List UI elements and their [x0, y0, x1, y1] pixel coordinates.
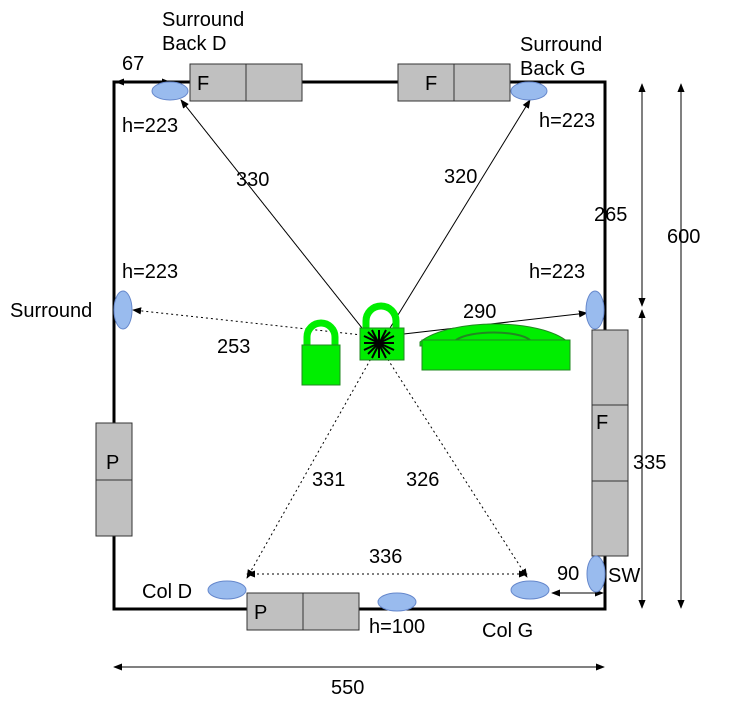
telephone-icon	[419, 323, 571, 371]
label-height-surround-left: h=223	[122, 261, 178, 283]
line-to-col-g	[384, 354, 528, 578]
speaker-col-g	[510, 580, 550, 600]
furniture-back-right: F	[397, 63, 511, 102]
label-dim-sw-offset: 90	[557, 563, 579, 585]
line-to-back-d	[180, 99, 363, 329]
furniture-front-label: P	[254, 602, 267, 624]
speaker-center	[377, 592, 417, 612]
label-dist-surround-right: 290	[463, 301, 496, 323]
label-sw: SW	[608, 565, 640, 587]
furniture-back-left: F	[189, 63, 303, 102]
label-surround-back-d: Surround Back D	[162, 9, 250, 55]
speaker-col-d	[207, 580, 247, 600]
listener-position-icon	[359, 302, 405, 361]
furniture-right-wall-label: F	[596, 412, 608, 434]
label-height-back-d: h=223	[122, 115, 178, 137]
speakers	[113, 81, 606, 612]
label-height-back-g: h=223	[539, 110, 595, 132]
speaker-sw	[586, 555, 606, 593]
furniture-left-wall-label: P	[106, 452, 119, 474]
label-surround-back-g-line2: Back G	[520, 58, 586, 80]
furniture-back-right-label: F	[425, 73, 437, 95]
speaker-surround-right	[585, 290, 605, 330]
furniture-back-left-label: F	[197, 73, 209, 95]
label-dist-surround-left: 253	[217, 336, 250, 358]
label-surround-back-g: Surround Back G	[520, 34, 608, 80]
label-dim-total-height: 600	[667, 226, 700, 248]
furniture-right-wall: F	[591, 329, 629, 557]
line-to-surround-left	[132, 307, 363, 336]
label-surround-back-g-line1: Surround	[520, 34, 602, 56]
label-dist-back-d: 330	[236, 169, 269, 191]
label-col-d: Col D	[142, 581, 192, 603]
label-dim-right-top: 265	[594, 204, 627, 226]
line-to-col-d	[246, 354, 374, 579]
label-dist-col-d-to-col-g: 336	[369, 546, 402, 568]
speaker-back-d	[151, 81, 189, 101]
distance-lines	[132, 99, 588, 579]
furniture-left-wall: P	[95, 422, 133, 537]
label-surround: Surround	[10, 300, 92, 322]
label-dim-width: 550	[331, 677, 364, 699]
label-dist-col-d: 331	[312, 469, 345, 491]
speaker-back-g	[510, 81, 548, 101]
listening-area	[301, 302, 571, 386]
label-dim-corner-offset: 67	[122, 53, 144, 75]
furniture-front: P	[246, 592, 360, 631]
line-to-back-g	[389, 99, 531, 329]
dimension-lines	[113, 78, 685, 671]
label-col-g: Col G	[482, 620, 533, 642]
label-height-surround-right: h=223	[529, 261, 585, 283]
label-height-center: h=100	[369, 616, 425, 638]
label-surround-back-d-line1: Surround	[162, 9, 244, 31]
label-dist-back-g: 320	[444, 166, 477, 188]
label-dim-right-bottom: 335	[633, 452, 666, 474]
lock-left-icon	[301, 319, 341, 386]
label-surround-back-d-line2: Back D	[162, 33, 226, 55]
speaker-surround-left	[113, 290, 133, 330]
label-dist-col-g: 326	[406, 469, 439, 491]
